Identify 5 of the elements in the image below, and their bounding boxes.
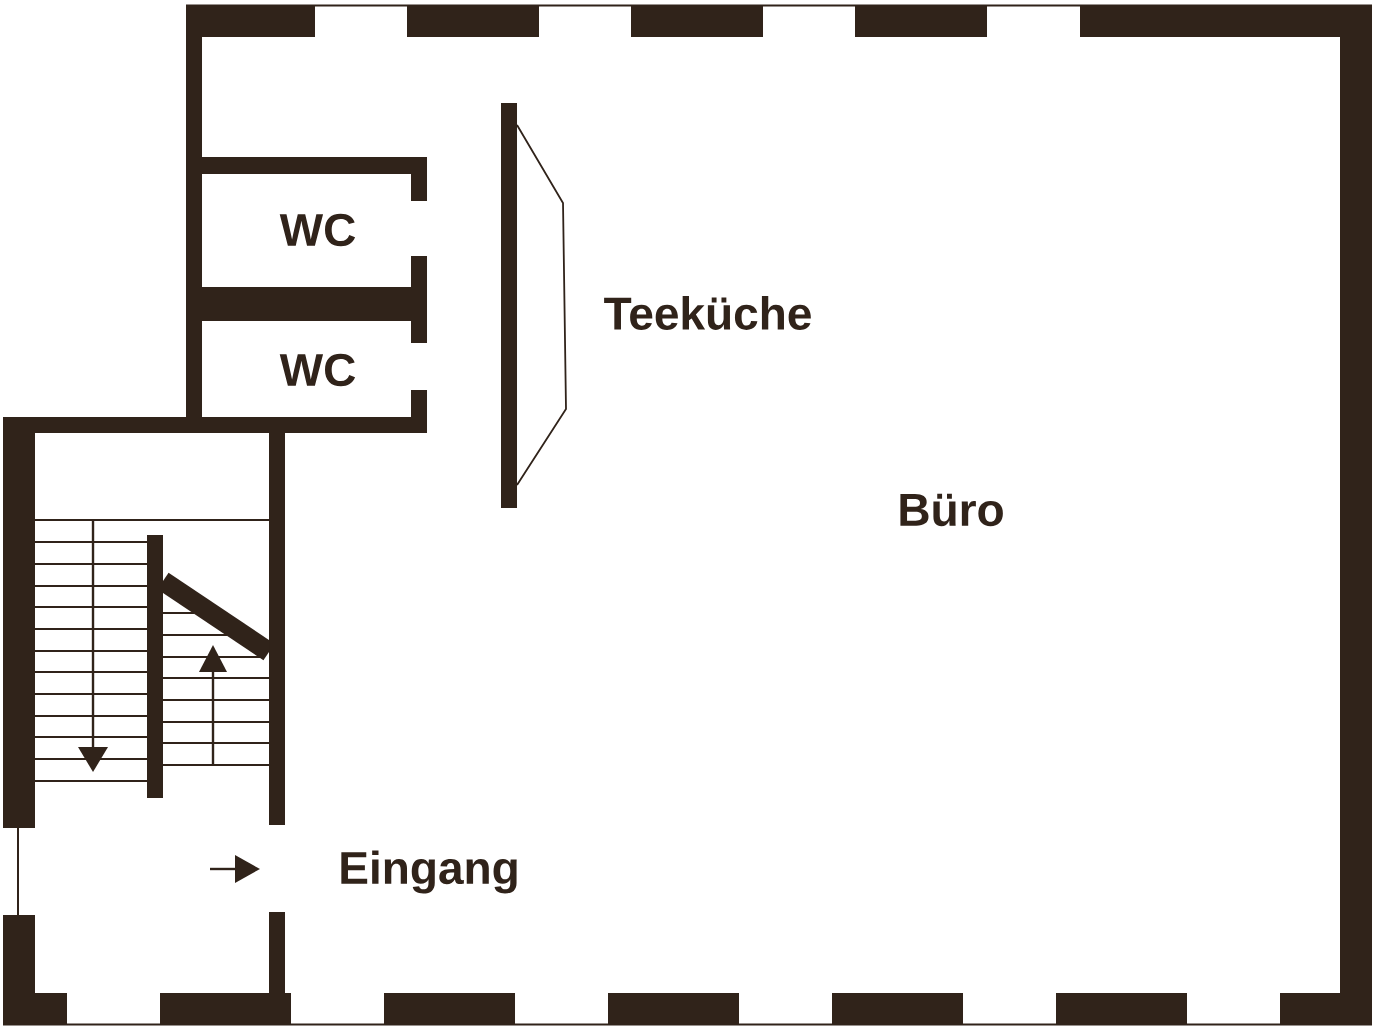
room-label: WC — [279, 213, 356, 247]
room-label: WC — [279, 353, 356, 387]
room-label: Eingang — [341, 850, 517, 894]
room-label: Büro — [900, 493, 1003, 527]
room-label: Teeküche — [604, 296, 811, 330]
